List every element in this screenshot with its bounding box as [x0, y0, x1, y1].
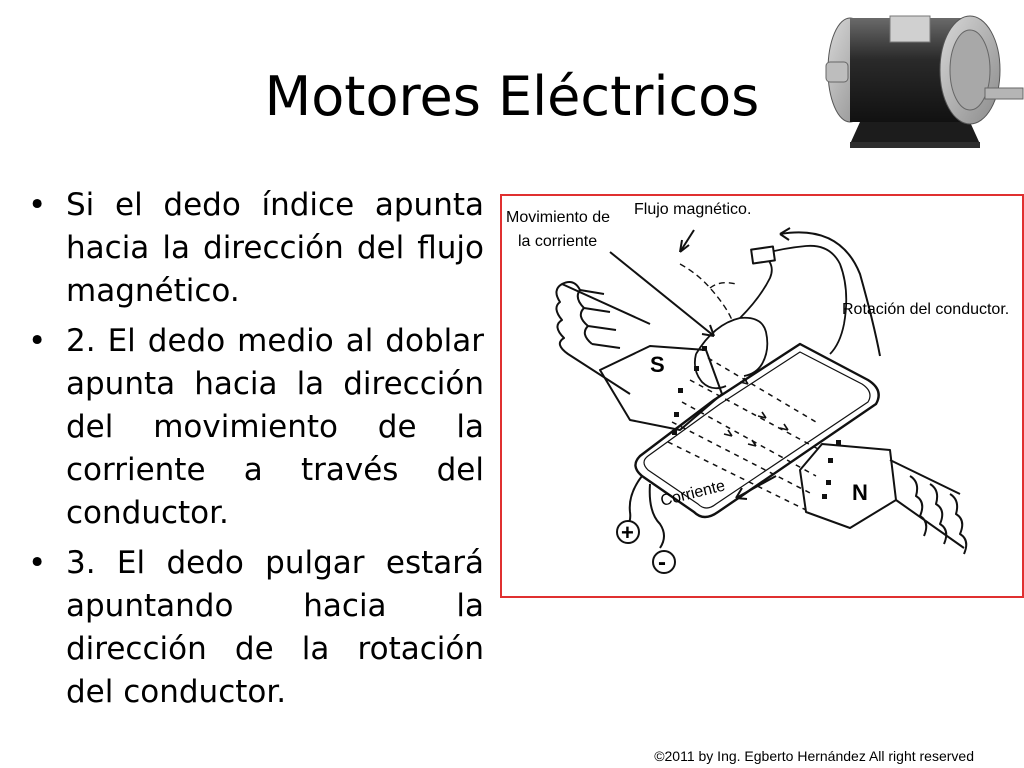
label-minus: -	[658, 549, 666, 576]
positive-terminal	[616, 520, 640, 544]
flux-lines	[667, 357, 821, 511]
bullet-text: 2. El dedo medio al doblar apunta hacia …	[66, 323, 484, 531]
label-south: S	[650, 352, 665, 377]
hand-outline	[693, 244, 848, 390]
label-rotation: Rotación del conductor.	[842, 301, 1009, 318]
bullet-marker: •	[28, 187, 47, 223]
bullet-text: Si el dedo índice apunta hacia la direcc…	[66, 187, 484, 309]
direction-arrows	[609, 227, 881, 500]
slide-title: Motores Eléctricos	[264, 65, 760, 128]
electric-motor-image	[825, 15, 1024, 148]
flux-arrows	[723, 377, 789, 447]
bullet-item: • 3. El dedo pulgar estará apuntando hac…	[22, 542, 484, 714]
label-movement-line1: Movimiento de	[506, 209, 610, 226]
conductor-loop	[634, 342, 880, 519]
bullet-marker: •	[28, 545, 47, 581]
copyright-footer: ©2011 by Ing. Egberto Hernández All righ…	[654, 748, 974, 764]
bullet-text: 3. El dedo pulgar estará apuntando hacia…	[66, 545, 484, 710]
right-coil	[889, 459, 968, 555]
pole-markers	[672, 346, 841, 499]
bullet-marker: •	[28, 323, 47, 359]
negative-terminal	[652, 550, 676, 574]
motor-principle-diagram: Movimiento de la corriente Flujo magnéti…	[500, 194, 1024, 598]
label-north: N	[852, 480, 868, 505]
bullet-item: • Si el dedo índice apunta hacia la dire…	[22, 184, 484, 313]
bullet-item: • 2. El dedo medio al doblar apunta haci…	[22, 320, 484, 535]
label-flux: Flujo magnético.	[634, 201, 751, 218]
label-plus: +	[621, 520, 634, 545]
north-magnet	[799, 443, 897, 529]
label-movement-line2: la corriente	[518, 233, 597, 250]
left-coil	[555, 281, 651, 395]
bullet-list: • Si el dedo índice apunta hacia la dire…	[22, 184, 484, 721]
thumbnail-box	[750, 245, 776, 265]
